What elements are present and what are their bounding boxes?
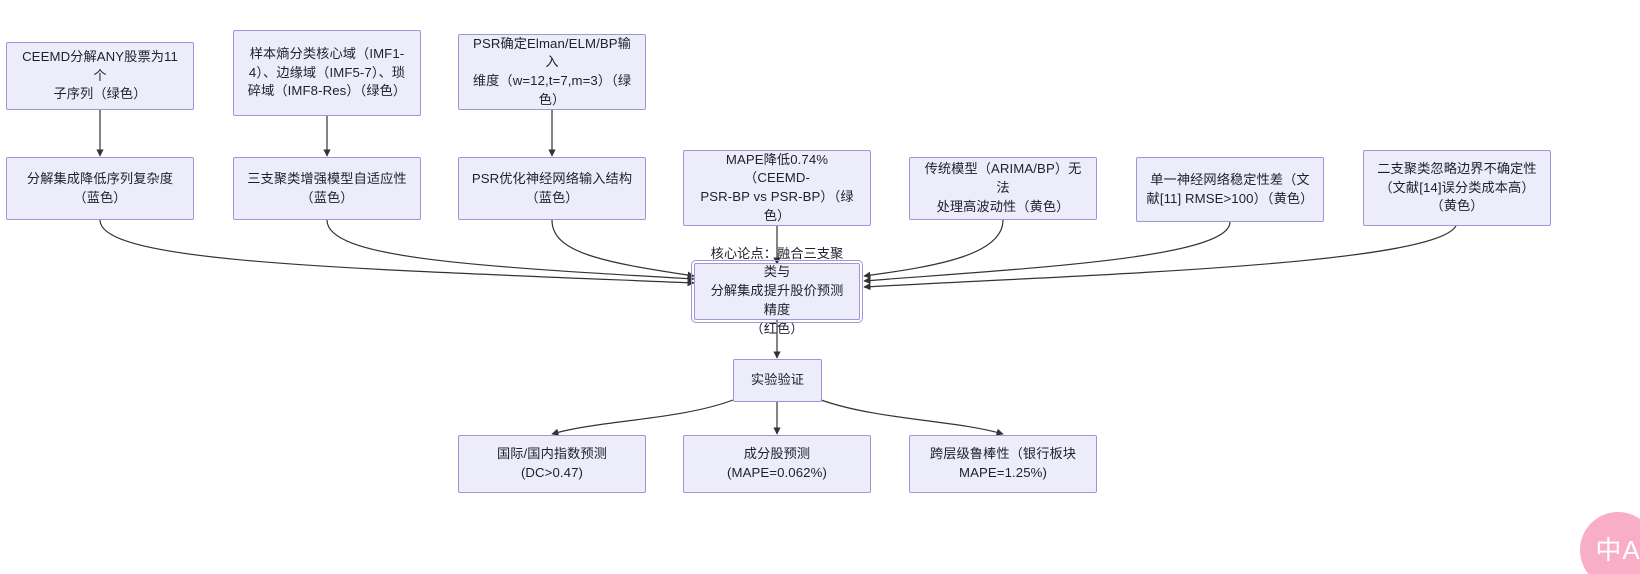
- edge-singlenn-to-core: [863, 221, 1231, 285]
- watermark-badge: 中A: [1580, 512, 1640, 574]
- node-label: 成分股预测 (MAPE=0.062%): [727, 446, 827, 480]
- node-evidence-psr[interactable]: PSR确定Elman/ELM/BP输入 维度（w=12,t=7,m=3）（绿 色…: [458, 34, 646, 110]
- node-evidence-entropy[interactable]: 样本熵分类核心域（IMF1- 4）、边缘域（IMF5-7）、琐 碎域（IMF8-…: [233, 30, 421, 116]
- edge-experiment-to-index: [551, 399, 734, 436]
- node-label: 实验验证: [750, 372, 805, 388]
- node-label: 样本熵分类核心域（IMF1- 4）、边缘域（IMF5-7）、琐 碎域（IMF8-…: [247, 45, 407, 99]
- edge-decompose-to-core: [99, 219, 695, 287]
- node-label: CEEMD分解ANY股票为11个 子序列（绿色）: [22, 48, 178, 102]
- node-label: 国际/国内指数预测 (DC>0.47): [496, 446, 608, 480]
- node-label: 分解集成降低序列复杂度 （蓝色）: [26, 170, 174, 205]
- node-label: PSR优化神经网络输入结构 （蓝色）: [471, 170, 633, 205]
- node-label: 二支聚类忽略边界不确定性 （文献[14]误分类成本高） （黄色）: [1377, 160, 1537, 214]
- node-claim-threeway[interactable]: 三支聚类增强模型自适应性 （蓝色）: [233, 157, 421, 220]
- edge-twoway-to-core: [863, 221, 1458, 291]
- node-label: MAPE降低0.74%（CEEMD- PSR-BP vs PSR-BP）（绿 色…: [700, 151, 854, 223]
- node-label: 跨层级鲁棒性（银行板块 MAPE=1.25%): [929, 446, 1077, 480]
- edge-psrclaim-to-core: [551, 219, 695, 279]
- node-gap-two-way[interactable]: 二支聚类忽略边界不确定性 （文献[14]误分类成本高） （黄色）: [1363, 150, 1551, 226]
- node-label: 核心论点：融合三支聚类与 分解集成提升股价预测精度 （红色）: [710, 245, 844, 336]
- node-evidence-ceemd[interactable]: CEEMD分解ANY股票为11个 子序列（绿色）: [6, 42, 194, 110]
- node-core-claim[interactable]: 核心论点：融合三支聚类与 分解集成提升股价预测精度 （红色）: [691, 246, 863, 336]
- node-gap-traditional[interactable]: 传统模型（ARIMA/BP）无法 处理高波动性（黄色）: [909, 157, 1097, 220]
- node-label: 单一神经网络稳定性差（文 献[11] RMSE>100）（黄色）: [1146, 171, 1314, 206]
- node-outcome-robust[interactable]: 跨层级鲁棒性（银行板块 MAPE=1.25%): [909, 435, 1097, 493]
- node-label: PSR确定Elman/ELM/BP输入 维度（w=12,t=7,m=3）（绿 色…: [472, 35, 632, 107]
- node-gap-single-nn[interactable]: 单一神经网络稳定性差（文 献[11] RMSE>100）（黄色）: [1136, 157, 1324, 222]
- node-label: 三支聚类增强模型自适应性 （蓝色）: [247, 170, 407, 205]
- node-claim-psr[interactable]: PSR优化神经网络输入结构 （蓝色）: [458, 157, 646, 220]
- node-claim-decompose[interactable]: 分解集成降低序列复杂度 （蓝色）: [6, 157, 194, 220]
- edge-threeway-to-core: [326, 219, 695, 283]
- edge-experiment-to-robust: [820, 399, 1004, 436]
- edge-traditional-to-core: [863, 219, 1004, 279]
- node-outcome-index[interactable]: 国际/国内指数预测 (DC>0.47): [458, 435, 646, 493]
- node-label: 传统模型（ARIMA/BP）无法 处理高波动性（黄色）: [924, 161, 1082, 214]
- node-experiment[interactable]: 实验验证: [733, 359, 822, 402]
- node-outcome-stock[interactable]: 成分股预测 (MAPE=0.062%): [683, 435, 871, 493]
- node-result-mape[interactable]: MAPE降低0.74%（CEEMD- PSR-BP vs PSR-BP）（绿 色…: [683, 150, 871, 226]
